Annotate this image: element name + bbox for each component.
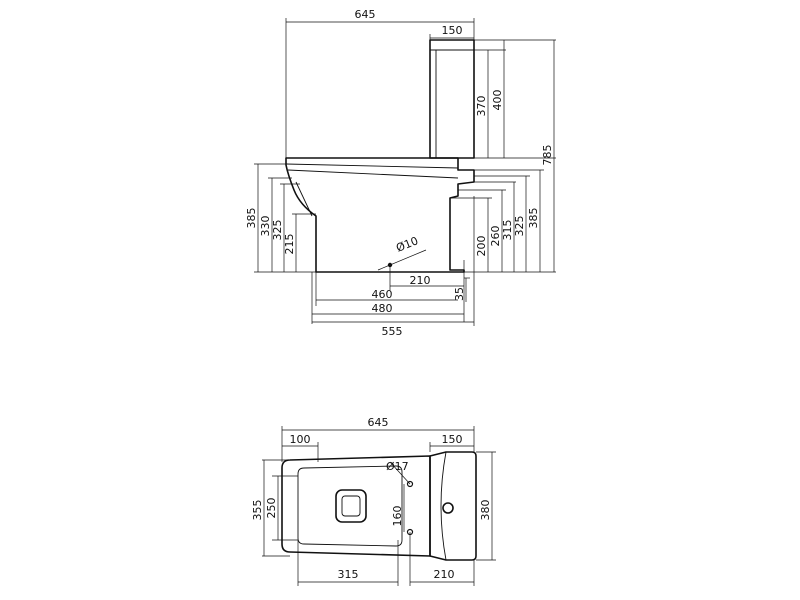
dim-text-150-top: 150	[442, 433, 463, 446]
dim-text-150-side: 150	[442, 24, 463, 37]
top-view: 645 100 150 Ø17 355 250 160	[251, 416, 496, 586]
fixing-leader	[377, 249, 427, 271]
dim-text-325-right: 325	[513, 216, 526, 237]
dim-text-645-side: 645	[355, 8, 376, 21]
seat-line	[287, 169, 459, 179]
flush-button	[442, 502, 454, 514]
dim-text-385-right: 385	[527, 208, 540, 229]
bowl-outlet	[335, 489, 367, 523]
pan-body-outline	[285, 157, 475, 273]
dim-text-315: 315	[501, 220, 514, 241]
dim-text-160: 160	[391, 506, 404, 527]
dim-text-325-left: 325	[271, 220, 284, 241]
dim-text-555: 555	[382, 325, 403, 338]
dim-text-460: 460	[372, 288, 393, 301]
dim-text-260: 260	[489, 226, 502, 247]
dim-text-380: 380	[479, 500, 492, 521]
dim-text-hole: Ø17	[386, 460, 409, 473]
dim-text-210-top: 210	[434, 568, 455, 581]
dim-text-215: 215	[283, 234, 296, 255]
rim-line	[295, 181, 313, 217]
dim-text-210-side: 210	[410, 274, 431, 287]
dim-text-250: 250	[265, 498, 278, 519]
seat-top-line	[285, 163, 459, 169]
cistern-plan-curve	[440, 451, 447, 561]
dim-text-400: 400	[491, 90, 504, 111]
side-view: 645 150 370 400 785 200 260 315 325 385	[245, 8, 556, 338]
dim-text-480: 480	[372, 302, 393, 315]
dim-text-330: 330	[259, 216, 272, 237]
dim-text-645-top: 645	[368, 416, 389, 429]
cistern-plan-outline	[429, 451, 477, 561]
cistern-outline	[429, 39, 475, 159]
dim-text-35: 35	[453, 287, 466, 301]
bowl-outlet-inner	[341, 495, 361, 517]
bowl-rim-outline	[297, 465, 403, 547]
dim-text-200: 200	[475, 236, 488, 257]
dim-text-355: 355	[251, 500, 264, 521]
pan-plan-outline	[281, 455, 431, 557]
dim-text-785: 785	[541, 145, 554, 166]
dim-text-fixing-hole: Ø10	[394, 234, 420, 255]
hole-leader	[389, 461, 411, 485]
dim-text-385-left: 385	[245, 208, 258, 229]
dim-text-100: 100	[290, 433, 311, 446]
dim-text-370: 370	[475, 96, 488, 117]
dim-text-315-top: 315	[338, 568, 359, 581]
